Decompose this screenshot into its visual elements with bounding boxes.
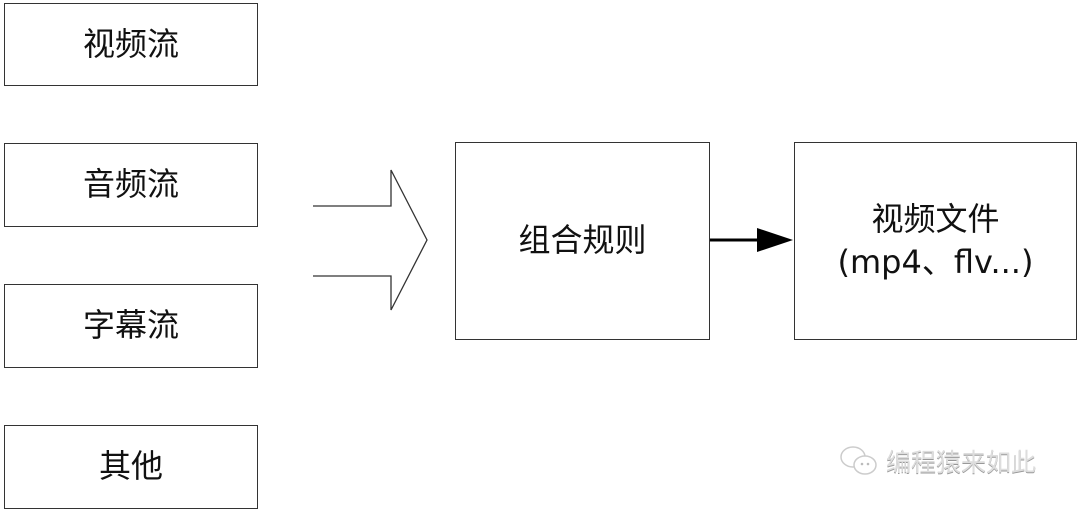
input-box-subtitle-stream: 字幕流 — [4, 284, 258, 368]
output-formats: (mp4、flv...) — [837, 243, 1034, 281]
video-file-box: 视频文件 (mp4、flv...) — [794, 142, 1077, 340]
input-label: 音频流 — [82, 165, 179, 204]
hollow-arrow — [313, 169, 428, 311]
input-label: 字幕流 — [82, 306, 179, 345]
input-box-audio-stream: 音频流 — [4, 143, 258, 227]
combine-rules-box: 组合规则 — [455, 142, 710, 340]
input-box-video-stream: 视频流 — [4, 3, 258, 86]
output-arrow-head — [757, 228, 793, 252]
wechat-icon — [840, 446, 877, 475]
input-label: 视频流 — [82, 24, 179, 63]
input-label: 其他 — [98, 447, 163, 486]
input-box-other: 其他 — [4, 425, 258, 509]
output-title: 视频文件 — [871, 199, 1000, 238]
process-label: 组合规则 — [518, 221, 647, 260]
watermark-text: 编程猿来如此 — [886, 448, 1037, 477]
watermark: 编程猿来如此 — [838, 443, 1036, 479]
